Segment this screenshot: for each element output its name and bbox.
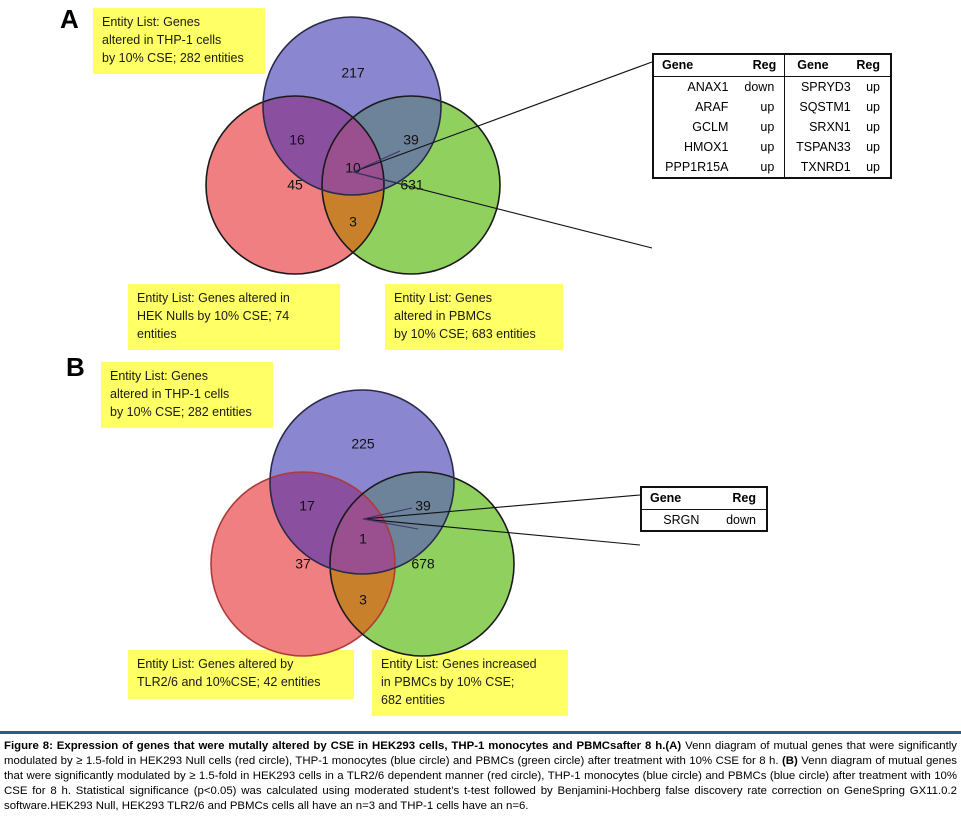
panel-b-callout-tlr: Entity List: Genes altered by TLR2/6 and… bbox=[128, 650, 354, 699]
table-row: ANAX1 down SPRYD3 up bbox=[654, 76, 890, 97]
gene-reg: up bbox=[734, 117, 786, 137]
panel-a-venn-svg: 217 45 631 16 39 3 10 bbox=[205, 16, 501, 275]
panel-b-venn-svg: 225 37 678 17 39 3 1 bbox=[210, 389, 515, 657]
panel-a-callout-hek: Entity List: Genes altered in HEK Nulls … bbox=[128, 284, 340, 351]
panel-a-gene-table: Gene Reg Gene Reg ANAX1 down bbox=[652, 53, 892, 179]
table-row: PPP1R15A up TXNRD1 up bbox=[654, 157, 890, 177]
table-row: SRGN down bbox=[642, 510, 766, 531]
gene-reg: up bbox=[734, 97, 786, 117]
gene-reg: up bbox=[866, 80, 880, 94]
gene-name: SRGN bbox=[663, 513, 700, 527]
gene-name: TSPAN33 bbox=[796, 140, 851, 154]
venn-value-triple-b: 1 bbox=[359, 531, 367, 547]
caption-a-text: Venn diagram of mutual genes that were s… bbox=[4, 740, 958, 768]
table-header-row: Gene Reg bbox=[642, 488, 766, 510]
venn-value-green-only-a: 631 bbox=[400, 177, 424, 193]
figure-area: A Entity List: Genes altered in THP-1 ce… bbox=[60, 4, 892, 717]
gene-reg: up bbox=[734, 137, 786, 157]
panel-b-gene-table: Gene Reg SRGN down bbox=[640, 486, 768, 532]
venn-value-green-only-b: 678 bbox=[411, 556, 435, 572]
venn-value-red-only-b: 37 bbox=[295, 556, 311, 572]
gene-reg: up bbox=[734, 157, 786, 177]
gene-name: SRXN1 bbox=[809, 120, 851, 134]
gene-reg: up bbox=[866, 100, 880, 114]
table-row: HMOX1 up TSPAN33 up bbox=[654, 137, 890, 157]
gene-reg: up bbox=[866, 140, 880, 154]
gene-name: PPP1R15A bbox=[665, 160, 729, 174]
gene-name: ANAX1 bbox=[687, 80, 729, 94]
caption-a-label: (A) bbox=[665, 740, 682, 752]
venn-value-red-green-b: 3 bbox=[359, 592, 367, 608]
col-header-reg-1: Reg bbox=[752, 58, 777, 72]
caption-b-text: Venn diagram of mutual genes that were s… bbox=[4, 755, 957, 813]
gene-name: HMOX1 bbox=[683, 140, 729, 154]
gene-name: TXNRD1 bbox=[800, 160, 851, 174]
venn-value-blue-red-b: 17 bbox=[299, 498, 315, 514]
gene-reg: down bbox=[726, 513, 756, 527]
caption-lead: Figure 8: Expression of genes that were … bbox=[4, 740, 666, 752]
col-header-gene: Gene bbox=[650, 491, 682, 505]
panel-a-callout-pbmc: Entity List: Genes altered in PBMCs by 1… bbox=[385, 284, 563, 351]
table-header-row: Gene Reg Gene Reg bbox=[654, 55, 890, 77]
panel-a-callout-thp1: Entity List: Genes altered in THP-1 cell… bbox=[93, 8, 265, 75]
caption-divider bbox=[0, 731, 961, 734]
col-header-reg-2: Reg bbox=[856, 58, 880, 72]
table-row: GCLM up SRXN1 up bbox=[654, 117, 890, 137]
panel-a-letter: A bbox=[60, 4, 79, 34]
gene-reg: down bbox=[734, 76, 786, 97]
col-header-gene-1: Gene bbox=[662, 58, 694, 72]
venn-value-blue-green-a: 39 bbox=[403, 132, 419, 148]
col-header-reg: Reg bbox=[732, 491, 756, 505]
venn-value-red-only-a: 45 bbox=[287, 177, 303, 193]
gene-reg: up bbox=[866, 160, 880, 174]
venn-value-blue-red-a: 16 bbox=[289, 132, 305, 148]
venn-value-red-green-a: 3 bbox=[349, 214, 357, 230]
gene-name: SQSTM1 bbox=[799, 100, 851, 114]
panel-a-venn-diagram: 217 45 631 16 39 3 10 bbox=[196, 16, 516, 281]
venn-value-blue-only-a: 217 bbox=[341, 65, 365, 81]
panel-b-venn-diagram: 225 37 678 17 39 3 1 bbox=[206, 388, 526, 658]
figure-caption: Figure 8: Expression of genes that were … bbox=[4, 739, 957, 814]
panel-b-gene-table-inner: Gene Reg SRGN down bbox=[642, 488, 766, 530]
gene-name: ARAF bbox=[695, 100, 729, 114]
gene-name: GCLM bbox=[692, 120, 729, 134]
venn-value-blue-green-b: 39 bbox=[415, 498, 431, 514]
gene-name: SPRYD3 bbox=[800, 80, 851, 94]
table-row: ARAF up SQSTM1 up bbox=[654, 97, 890, 117]
col-header-gene-2: Gene bbox=[797, 58, 829, 72]
gene-reg: up bbox=[866, 120, 880, 134]
panel-b-letter: B bbox=[66, 352, 85, 382]
panel-b-callout-thp1: Entity List: Genes altered in THP-1 cell… bbox=[101, 362, 273, 429]
venn-value-triple-a: 10 bbox=[345, 160, 361, 176]
venn-value-blue-only-b: 225 bbox=[351, 436, 375, 452]
panel-b-callout-pbmc: Entity List: Genes increased in PBMCs by… bbox=[372, 650, 568, 717]
panel-a-gene-table-inner: Gene Reg Gene Reg ANAX1 down bbox=[654, 55, 890, 177]
caption-b-label: (B) bbox=[781, 755, 798, 768]
